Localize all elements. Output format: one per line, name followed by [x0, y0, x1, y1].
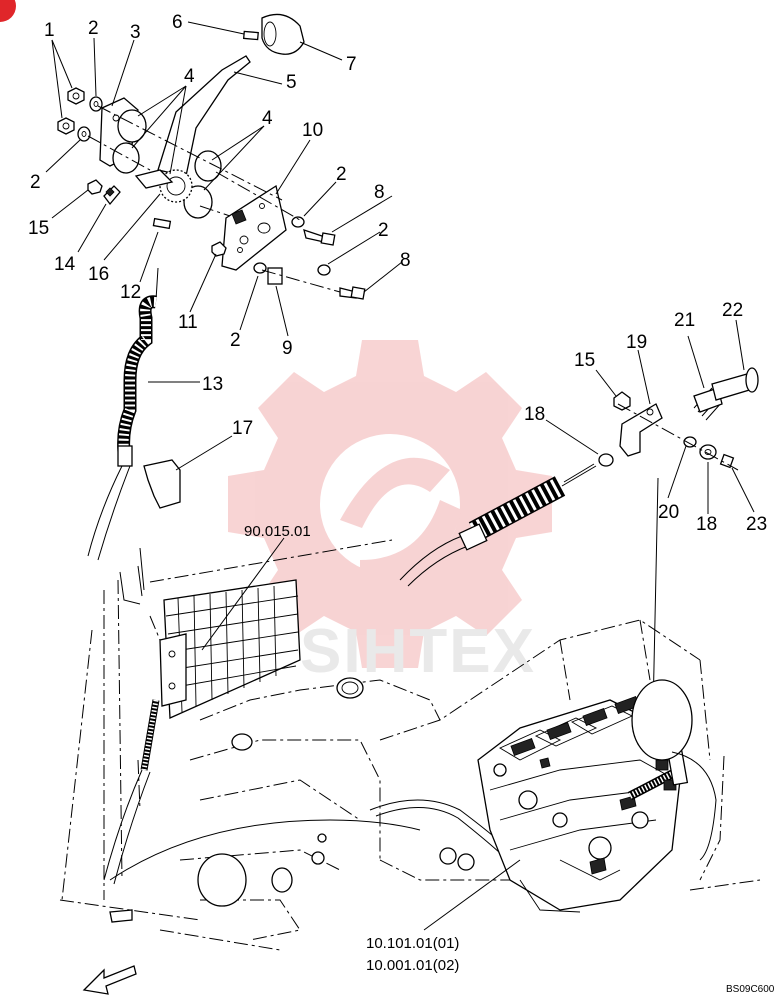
callout-labels: 1 2 3 6 7 4 5 2 4 10 15 14 16 2 8 12 2 8… [28, 12, 767, 535]
callout-1: 1 [44, 20, 55, 41]
callout-9: 9 [282, 338, 293, 359]
callout-5: 5 [286, 72, 297, 93]
callout-15: 15 [28, 218, 49, 239]
callout-2: 2 [336, 164, 347, 185]
drawing-code: BS09C600 [726, 984, 775, 995]
callout-15: 15 [574, 350, 595, 371]
callout-6: 6 [172, 12, 183, 33]
callout-2: 2 [88, 18, 99, 39]
callout-13: 13 [202, 374, 223, 395]
callout-18: 18 [696, 514, 717, 535]
callout-21: 21 [674, 310, 695, 331]
callout-14: 14 [54, 254, 76, 275]
callout-10: 10 [302, 120, 323, 141]
watermark-text: SIHTEX [300, 617, 536, 686]
callout-8: 8 [374, 182, 385, 203]
callout-23: 23 [746, 514, 767, 535]
engine-reference-line1: 10.101.01(01) [366, 935, 459, 952]
callout-18: 18 [524, 404, 545, 425]
callout-7: 7 [346, 54, 357, 75]
callout-20: 20 [658, 502, 679, 523]
callout-16: 16 [88, 264, 109, 285]
front-direction-arrow-icon [82, 965, 137, 995]
callout-4: 4 [262, 108, 273, 129]
frame-reference: 90.015.01 [244, 523, 311, 540]
callout-2: 2 [30, 172, 41, 193]
corner-badge-icon [0, 0, 16, 22]
callout-17: 17 [232, 418, 253, 439]
callout-2: 2 [378, 220, 389, 241]
callout-19: 19 [626, 332, 647, 353]
callout-12: 12 [120, 282, 141, 303]
engine-reference-line2: 10.001.01(02) [366, 957, 459, 974]
callout-4: 4 [184, 66, 195, 87]
leader-lines [45, 21, 755, 931]
callout-22: 22 [722, 300, 743, 321]
callout-2: 2 [230, 330, 241, 351]
engine-block [439, 696, 689, 913]
callout-3: 3 [130, 22, 141, 43]
callout-8: 8 [400, 250, 411, 271]
watermark-gear-icon [228, 340, 552, 668]
callout-11: 11 [178, 312, 198, 333]
